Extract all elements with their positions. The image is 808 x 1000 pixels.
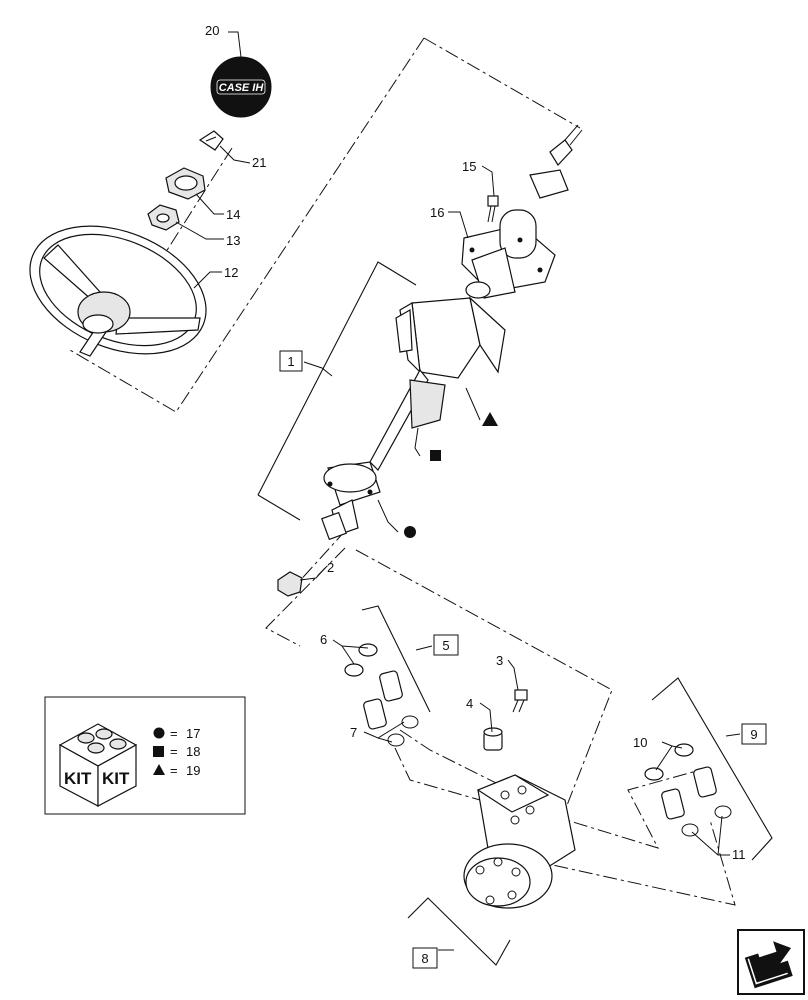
nut-part-2 [277, 571, 303, 597]
callout-box-9 [741, 723, 767, 745]
triangle-icon [482, 412, 498, 426]
fittings-group-left [344, 643, 419, 747]
nut-part-14 [165, 167, 206, 200]
circle-icon [153, 727, 165, 739]
bracket-item-5 [361, 605, 431, 713]
callout-2: 2 [327, 560, 334, 575]
bracket-item-1 [257, 261, 417, 521]
bracket-item-9 [651, 677, 773, 861]
callout-box-8 [412, 947, 438, 969]
cap-part-20: CASE IH [210, 56, 272, 118]
phantom-lines [69, 37, 736, 906]
kit-label-left: KIT [64, 769, 92, 788]
kit-legend: KIT KIT = 17 = 18 = 19 [44, 696, 246, 815]
callout-8: 8 [421, 951, 428, 966]
callout-11: 11 [732, 847, 746, 862]
legend-value-2: 18 [186, 744, 200, 759]
callout-14: 14 [226, 207, 240, 222]
callout-10: 10 [633, 735, 647, 750]
legend-equals-2: = [170, 744, 178, 759]
circle-icon [404, 526, 416, 538]
legend-value-1: 17 [186, 726, 200, 741]
callout-9: 9 [750, 727, 757, 742]
callout-7: 7 [350, 725, 357, 740]
callout-5: 5 [442, 638, 449, 653]
legend-equals-3: = [170, 763, 178, 778]
square-icon [430, 450, 441, 461]
next-page-arrow-icon[interactable] [737, 929, 805, 995]
callout-3: 3 [496, 653, 503, 668]
callout-box-5 [433, 634, 459, 656]
steering-column-part-1 [321, 296, 506, 541]
housing-part-16 [461, 209, 556, 299]
fittings-group-right [644, 743, 732, 837]
callout-6: 6 [320, 632, 327, 647]
legend-value-3: 19 [186, 763, 200, 778]
callout-box-1 [279, 350, 303, 372]
bracket-item-8 [407, 897, 511, 966]
nut-part-13 [147, 204, 180, 231]
callout-1: 1 [287, 354, 294, 369]
callout-12: 12 [224, 265, 238, 280]
leader-lines [175, 31, 741, 951]
steering-wheel-part-12 [29, 225, 207, 357]
triangle-icon [153, 764, 165, 775]
kit-label-right: KIT [102, 769, 130, 788]
callout-16: 16 [430, 205, 444, 220]
callout-20: 20 [205, 23, 219, 38]
callout-13: 13 [226, 233, 240, 248]
case-ih-logo: CASE IH [219, 82, 265, 94]
kit-markers [404, 412, 498, 538]
callout-21: 21 [252, 155, 266, 170]
steering-valve-unit [463, 774, 576, 909]
bolt-part-15 [487, 195, 499, 223]
bolt-part-3 [512, 689, 528, 713]
callout-labels: 20 21 14 13 12 15 16 1 2 5 6 3 4 7 9 10 … [205, 23, 767, 969]
callout-15: 15 [462, 159, 476, 174]
legend-equals-1: = [170, 726, 178, 741]
square-icon [153, 746, 164, 757]
clip-part-21 [198, 130, 224, 151]
fitting-part-4 [483, 727, 503, 751]
wire-connector [529, 124, 583, 199]
callout-4: 4 [466, 696, 473, 711]
